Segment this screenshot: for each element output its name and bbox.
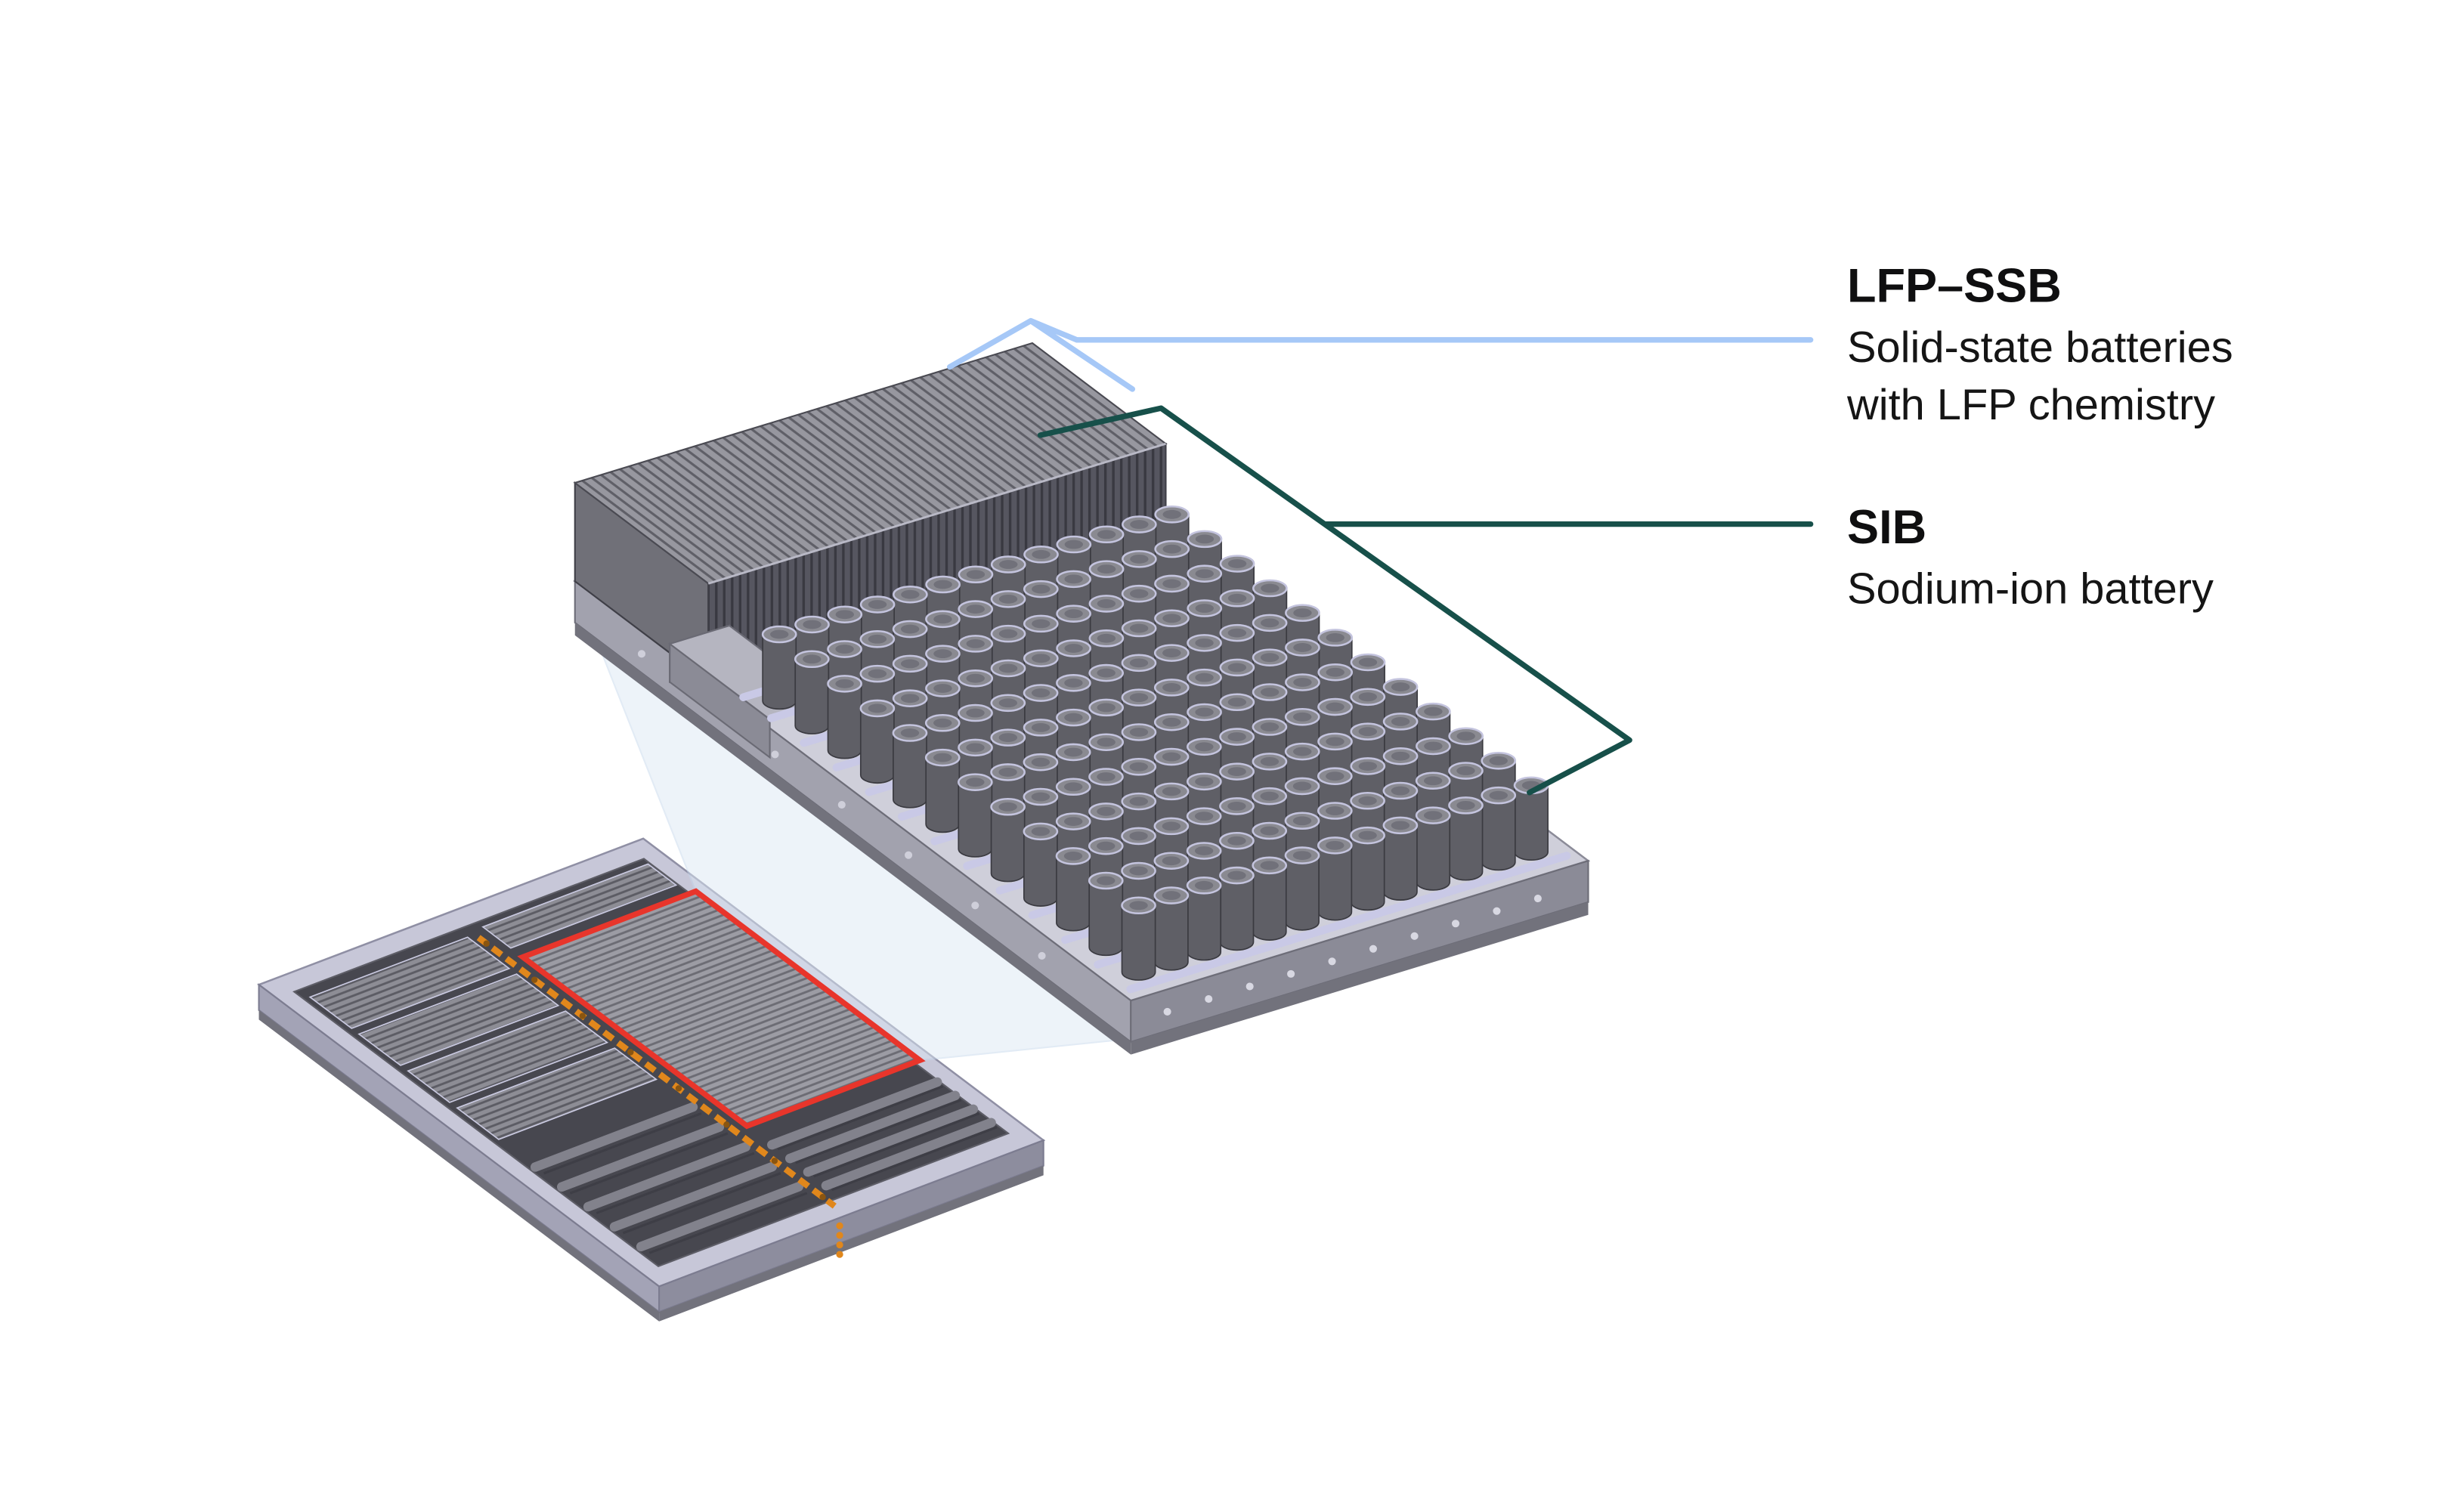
battery-cell (1415, 806, 1451, 891)
bolt (1163, 1007, 1171, 1016)
pack-prismatic-bay (308, 936, 511, 1029)
pack-cell-row (583, 1142, 750, 1212)
pack-illustration (256, 837, 1046, 1322)
battery-cell (892, 724, 928, 809)
pack-cell-row-gap (569, 1132, 729, 1195)
callout-lfp: LFP–SSB Solid-state batteries with LFP c… (947, 259, 2233, 429)
module-tray-right-lip (1131, 901, 1589, 1055)
busbar-node (675, 1085, 682, 1092)
bolt (905, 851, 913, 859)
pack-cell-row-gap (831, 1126, 998, 1192)
pack-cell-row-gap (543, 1112, 702, 1175)
pack-cell-row-gap (648, 1192, 808, 1254)
cylinder-row (1121, 776, 1549, 981)
pack-highlight-outline (517, 888, 926, 1130)
pack-highlight-group (517, 888, 926, 1130)
battery-cell (990, 797, 1026, 883)
module-tray-right-wall (1130, 859, 1589, 1044)
bolt (637, 650, 646, 658)
lfp-block-top-edge (707, 442, 1166, 585)
connector-dot (836, 1232, 843, 1239)
battery-cell (1121, 896, 1156, 981)
pack-cell-row (767, 1077, 942, 1150)
connector-dot (836, 1251, 843, 1258)
pack-cell-row (821, 1118, 996, 1191)
busbar-node (819, 1193, 826, 1201)
battery-cell (794, 650, 830, 734)
lfp-callout-description-line1: Solid-state batteries (1847, 323, 2233, 372)
busbar-node (579, 1013, 586, 1019)
bolt (1246, 982, 1254, 991)
pack-prismatic-bay (407, 1010, 609, 1103)
busbar-node (483, 940, 490, 947)
bolt (1287, 969, 1295, 978)
battery-cell (957, 773, 993, 858)
battery-cell (1252, 856, 1288, 941)
battery-cell (924, 748, 961, 833)
pack-left-lip (258, 1010, 660, 1322)
battery-cell (1350, 826, 1385, 911)
bolt (1410, 932, 1419, 940)
bolt (837, 800, 846, 809)
battery-cell (1317, 836, 1353, 921)
connector-dot (836, 1222, 843, 1229)
callout-sib: SIB Sodium-ion battery (1037, 405, 2214, 796)
pack-cell-row (556, 1122, 725, 1192)
battery-cell (1186, 877, 1222, 961)
battery-cell (1023, 822, 1059, 907)
battery-cell (1055, 847, 1091, 932)
pack-cell-row-gap (622, 1172, 781, 1235)
battery-cell (1448, 796, 1484, 881)
pack-prismatic-bay (481, 863, 678, 949)
pack-cell-row-gap (813, 1112, 979, 1178)
lfp-callout-line (947, 317, 1814, 392)
bolt (1205, 995, 1213, 1003)
pack-cell-row (609, 1161, 778, 1232)
battery-cell (1153, 886, 1190, 971)
bolt (1533, 894, 1542, 903)
connector-dot (836, 1241, 843, 1249)
sib-callout-line (1037, 405, 1814, 796)
pack-cell-row-gap (596, 1152, 755, 1214)
pack-prismatic-bay (456, 1047, 658, 1140)
busbar-node (771, 1158, 778, 1164)
busbar-node (723, 1121, 730, 1128)
battery-cell (1382, 816, 1419, 901)
module-tray-left-lip (574, 622, 1131, 1055)
battery-cell (1088, 871, 1124, 957)
battery-cell (1481, 786, 1517, 871)
battery-cell (1513, 776, 1549, 861)
bolt (771, 750, 779, 759)
battery-cell (761, 625, 797, 710)
sib-callout-title: SIB (1847, 501, 1926, 554)
sib-callout-description-line1: Sodium-ion battery (1847, 565, 2214, 614)
module-illustration (573, 342, 1591, 1055)
battery-cell (859, 699, 896, 784)
bolt (1369, 945, 1377, 953)
lfp-callout-title: LFP–SSB (1847, 259, 2062, 312)
battery-cell (827, 675, 862, 759)
pack-prismatic-bay (357, 973, 560, 1066)
row-separator (1126, 852, 1571, 994)
bolt (1451, 920, 1460, 928)
pack-cell-row (803, 1104, 979, 1177)
pack-cell-row (636, 1182, 803, 1252)
pack-cell-row (530, 1102, 698, 1172)
lfp-callout-description-line2: with LFP chemistry (1846, 381, 2215, 429)
pack-cell-row-gap (795, 1099, 962, 1164)
busbar-node (531, 976, 538, 983)
pack-cell-row-gap (777, 1085, 944, 1151)
bolt (1038, 951, 1046, 960)
bolt (971, 901, 979, 910)
bolt (1493, 907, 1501, 915)
bolt (1328, 957, 1336, 966)
pack-right-lip (659, 1165, 1044, 1322)
battery-cell (1284, 846, 1320, 931)
battery-cell (1219, 866, 1255, 951)
busbar-node (627, 1049, 634, 1056)
pack-cell-row (784, 1090, 961, 1164)
